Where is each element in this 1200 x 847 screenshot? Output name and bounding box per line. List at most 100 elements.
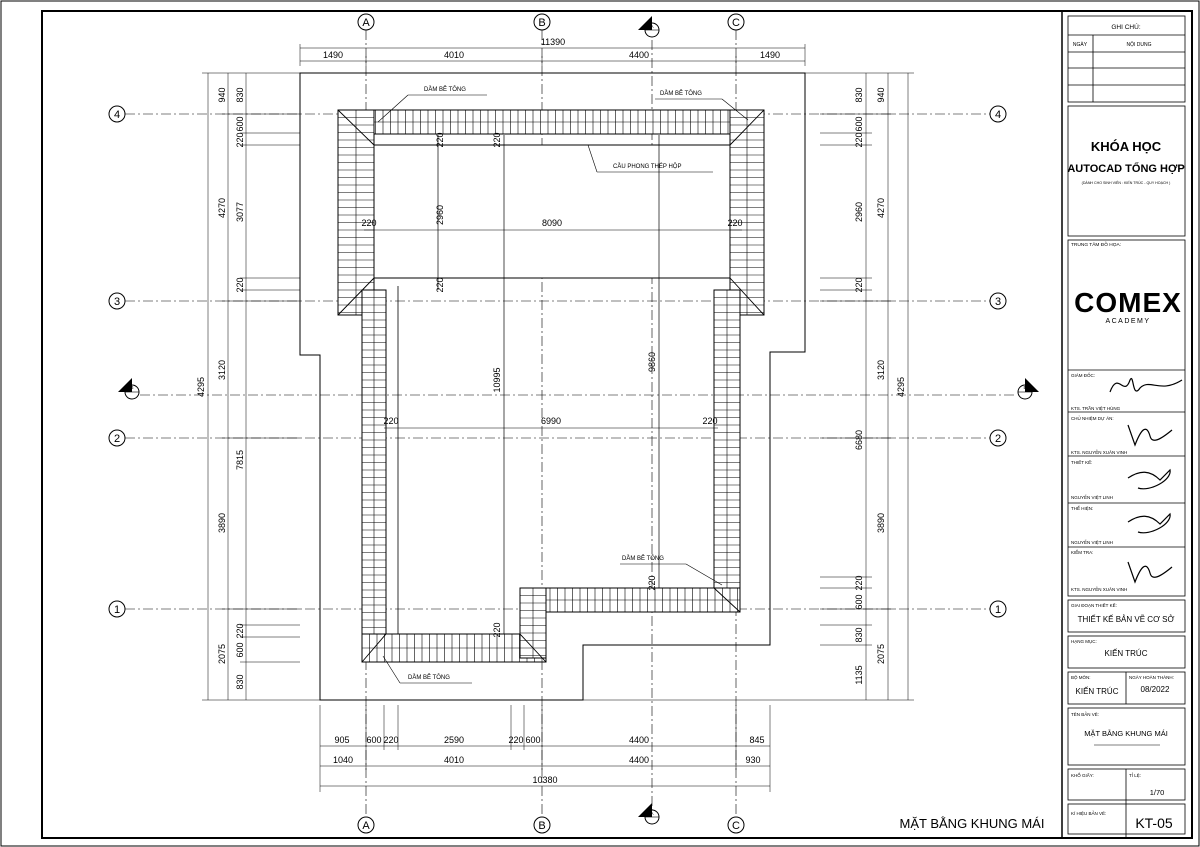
roof-outline [299,72,806,701]
bottom-dimension-lines [319,705,771,792]
dim-bot-3: 220 [383,735,398,745]
signature-director [1109,377,1183,393]
signature-pm [1127,424,1173,447]
beam-top [337,109,765,135]
dim-top-4: 1490 [760,50,780,60]
grid-label-b-bot: B [538,820,545,832]
dim-bot2-1: 1040 [333,755,353,765]
tb-col-content: NỘI DUNG [1127,41,1152,48]
grid-bubble-c-bot: C [727,816,745,834]
grid-bubbles: A B C A B C 4 3 2 1 4 3 2 1 [108,13,1007,834]
dim-in-top-h: 2960 [435,205,445,225]
beam-bottom-right [519,587,741,613]
tb-paper-label: KHỔ GIẤY: [1071,772,1094,778]
dim-in-mid-right: 220 [702,416,717,426]
grid-label-3-right: 3 [995,296,1001,308]
tb-notes-title: GHI CHÚ: [1111,22,1140,31]
signature-draft [1127,512,1171,534]
dim-bot-1: 905 [334,735,349,745]
dim-top-1: 1490 [323,50,343,60]
tb-scale-value: 1/70 [1150,788,1165,797]
left-dimension-lines [202,72,320,701]
dim-left-in-3: 600 [235,116,245,131]
grid-label-2-right: 2 [995,433,1001,445]
tb-design-label: THIẾT KẾ: [1071,459,1092,465]
grid-bubble-c-top: C [727,13,745,31]
tb-date-label: NGÀY HOÀN THÀNH: [1129,674,1174,680]
dim-left-in-7: 220 [235,623,245,638]
tb-check-name: KTS. NGUYỄN XUÂN VINH [1071,586,1127,592]
dim-right-in-8: 600 [854,594,864,609]
dim-left-1: 4270 [217,198,227,218]
tb-draft-label: THỂ HIỆN: [1071,504,1093,511]
grid-label-4-left: 4 [114,109,120,121]
inside-dim-lines [364,229,742,429]
grid-label-4-right: 4 [995,109,1001,121]
top-dimension-lines [299,44,806,66]
dim-right-in-2: 940 [876,87,886,102]
dim-top-total: 11390 [541,37,565,47]
hip-line-2 [729,109,765,146]
dim-left-in-6: 220 [235,277,245,292]
grid-label-1-right: 1 [995,604,1001,616]
dim-right-1: 4270 [876,198,886,218]
dim-top-2: 4010 [444,50,464,60]
section-label-bottom: A [650,811,653,816]
tb-director-name: KTS. TRẦN VIỆT HÙNG [1071,404,1121,411]
dim-bot-6: 600 [525,735,540,745]
grid-label-3-left: 3 [114,296,120,308]
dim-in-top-left: 220 [361,218,376,228]
section-marker-left: B [118,378,140,400]
dim-in-top-width: 8090 [542,218,562,228]
tb-center-label: TRUNG TÂM ĐỒ HỌA: [1071,241,1121,248]
dim-left-in-8: 600 [235,642,245,657]
beam-left-lower [361,289,387,663]
dim-bot2-2: 4010 [444,755,464,765]
grid-bubble-4-left: 4 [108,105,126,123]
tb-logo-main: COMEX [1074,287,1182,318]
tb-dept-value: KIẾN TRÚC [1076,686,1119,696]
dim-left-outer: 4295 [196,377,206,397]
dim-bot-total: 10380 [532,775,557,785]
hip-line-5 [713,587,741,613]
drawing-title: MẶT BẰNG KHUNG MÁI [900,816,1045,831]
dim-in-mid-left: 220 [383,416,398,426]
tb-phase-value: THIẾT KẾ BẢN VẼ CƠ SỞ [1078,614,1175,624]
dim-right-in-3: 600 [854,116,864,131]
dim-left-4: 2075 [217,644,227,664]
tb-course-line2: AUTOCAD TỔNG HỢP [1067,162,1184,175]
hip-line-4 [729,277,765,316]
section-label-right: B [1023,385,1026,390]
tb-logo-sub: ACADEMY [1105,318,1150,325]
dim-bot-4: 2590 [444,735,464,745]
grid-label-a-bot: A [362,820,370,832]
grid-bubble-2-left: 2 [108,429,126,447]
dim-in-mid-width: 6990 [541,416,561,426]
tb-draft-name: NGUYỄN VIỆT LINH [1071,538,1113,545]
grid-bubble-a-bot: A [357,816,375,834]
grid-label-b-top: B [538,17,545,29]
beam-bottom-left [361,633,547,663]
dim-left-in-9: 830 [235,674,245,689]
dim-right-in-10: 1135 [854,665,864,684]
grid-bubble-b-bot: B [533,816,551,834]
dim-right-in-6: 220 [854,277,864,292]
dim-in-h2: 9860 [647,352,657,372]
steel-rafters [437,135,660,634]
dim-right-3: 3890 [876,513,886,533]
dim-left-mid2: 7815 [235,450,245,470]
grid-label-a-top: A [362,17,370,29]
dim-left-in-1: 940 [217,87,227,102]
signature-check [1127,561,1173,584]
beam-right-lower [713,289,741,611]
grid-label-c-bot: C [732,820,740,832]
dim-right-in-4: 220 [854,132,864,147]
hip-line-6 [361,633,387,663]
dim-right-in-7: 220 [854,575,864,590]
dim-in-top-h4: 220 [492,132,502,147]
dim-in-top-h2: 220 [435,132,445,147]
dim-bot2-4: 930 [745,755,760,765]
dim-bot-2: 600 [366,735,381,745]
